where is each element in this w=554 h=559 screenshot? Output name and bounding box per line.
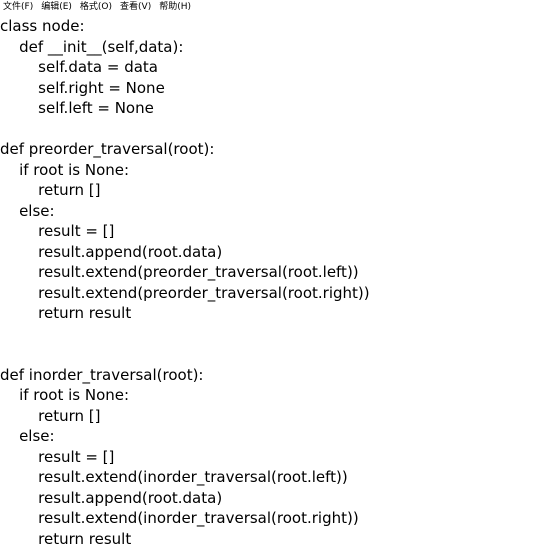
code-line: self.left = None bbox=[0, 99, 154, 117]
menu-bar: 文件(F) 编辑(E) 格式(O) 查看(V) 帮助(H) bbox=[0, 0, 554, 14]
code-line: def inorder_traversal(root): bbox=[0, 365, 204, 384]
code-line: else: bbox=[0, 427, 55, 445]
code-line: def __init__(self,data): bbox=[0, 37, 184, 56]
code-line: return [] bbox=[0, 406, 101, 425]
menu-view[interactable]: 查看(V) bbox=[120, 2, 152, 12]
menu-edit[interactable]: 编辑(E) bbox=[41, 2, 72, 12]
code-line: if root is None: bbox=[0, 386, 130, 404]
text-editor-area[interactable]: class node: def __init__(self,data): sel… bbox=[0, 14, 554, 559]
code-line: def preorder_traversal(root): bbox=[0, 140, 215, 158]
menu-format[interactable]: 格式(O) bbox=[79, 2, 113, 12]
code-line: self.right = None bbox=[0, 78, 165, 97]
code-line: if root is None: bbox=[0, 160, 130, 179]
menu-help[interactable]: 帮助(H) bbox=[159, 2, 192, 12]
code-line: result.extend(inorder_traversal(root.rig… bbox=[0, 509, 359, 527]
code-line: return result bbox=[0, 304, 132, 322]
code-line: result.append(root.data) bbox=[0, 242, 223, 261]
code-line: result.extend(preorder_traversal(root.ri… bbox=[0, 283, 370, 302]
code-line: result.append(root.data) bbox=[0, 488, 223, 507]
code-line: return [] bbox=[0, 181, 101, 199]
code-line: result = [] bbox=[0, 222, 115, 240]
code-line: else: bbox=[0, 201, 55, 220]
code-line: result.extend(inorder_traversal(root.lef… bbox=[0, 468, 348, 486]
code-line: return result bbox=[0, 529, 132, 548]
code-line: result = [] bbox=[0, 447, 115, 466]
menu-file[interactable]: 文件(F) bbox=[3, 2, 34, 12]
code-line: result.extend(preorder_traversal(root.le… bbox=[0, 263, 359, 281]
code-line: self.data = data bbox=[0, 58, 158, 76]
code-line: class node: bbox=[0, 17, 85, 35]
